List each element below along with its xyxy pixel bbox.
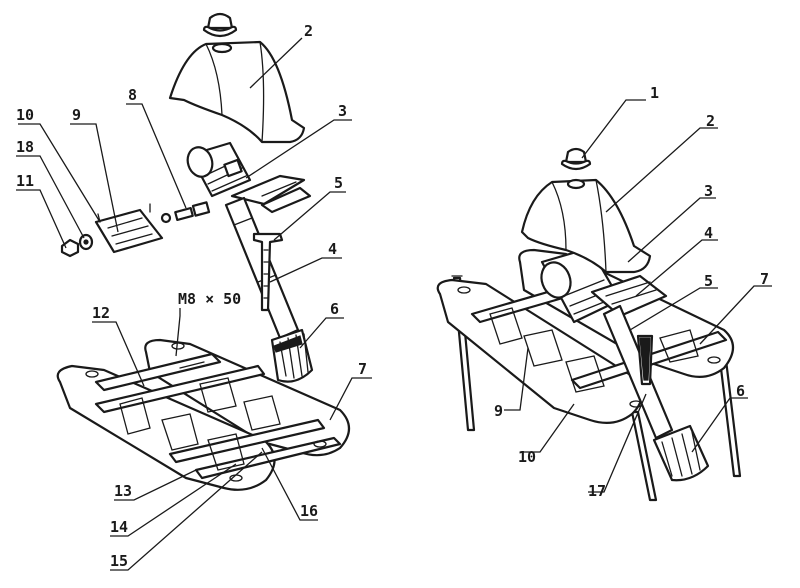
left-floats: [56, 338, 351, 491]
assembled-cover: [520, 178, 652, 274]
callout-12: 12: [92, 304, 110, 322]
callout-5: 5: [704, 272, 713, 290]
callout-1: 1: [650, 84, 659, 102]
impeller: [270, 328, 314, 383]
callout-11: 11: [16, 172, 34, 190]
mounting-plate: [94, 203, 164, 254]
left-leader-lines: [16, 37, 372, 571]
callout-2: 2: [304, 22, 313, 40]
right-callouts: 1 2 3 4 5 7 6 9 10 17: [494, 84, 769, 500]
callout-5: 5: [334, 174, 343, 192]
assembled-knob: [560, 147, 592, 171]
left-exploded-assembly: 2 3 5 4 6 7 8 9 10 18 11 12 M8 × 50 13 1…: [16, 12, 372, 571]
callout-15: 15: [110, 552, 128, 570]
callout-7: 7: [358, 360, 367, 378]
callout-16: 16: [300, 502, 318, 520]
callout-6: 6: [330, 300, 339, 318]
support-stakes: [451, 275, 742, 502]
callout-18: 18: [16, 138, 34, 156]
callout-4: 4: [328, 240, 337, 258]
right-leader-lines: [504, 99, 772, 493]
callout-10: 10: [16, 106, 34, 124]
callout-14: 14: [110, 518, 128, 536]
motor-cover: [168, 40, 306, 144]
motor-body: [186, 141, 252, 198]
dimension-note: M8 × 50: [178, 290, 241, 308]
callout-17: 17: [588, 482, 606, 500]
callout-3: 3: [338, 102, 347, 120]
left-callouts: 2 3 5 4 6 7 8 9 10 18 11 12 M8 × 50 13 1…: [16, 22, 367, 570]
washer-and-nut: [60, 233, 94, 258]
handle-rod: [252, 232, 284, 312]
callout-3: 3: [704, 182, 713, 200]
callout-9: 9: [494, 402, 503, 420]
assembled-impeller: [652, 424, 710, 482]
callout-6: 6: [736, 382, 745, 400]
callout-9: 9: [72, 106, 81, 124]
callout-10: 10: [518, 448, 536, 466]
callout-2: 2: [706, 112, 715, 130]
callout-8: 8: [128, 86, 137, 104]
callout-7: 7: [760, 270, 769, 288]
callout-13: 13: [114, 482, 132, 500]
right-assembled-assembly: 1 2 3 4 5 7 6 9 10 17: [436, 84, 772, 502]
assembled-drive-tube: [602, 304, 674, 440]
callout-4: 4: [704, 224, 713, 242]
knob-cap: [202, 12, 238, 38]
motor-bracket-pads: [230, 174, 312, 214]
shaft-connector: [160, 201, 211, 224]
